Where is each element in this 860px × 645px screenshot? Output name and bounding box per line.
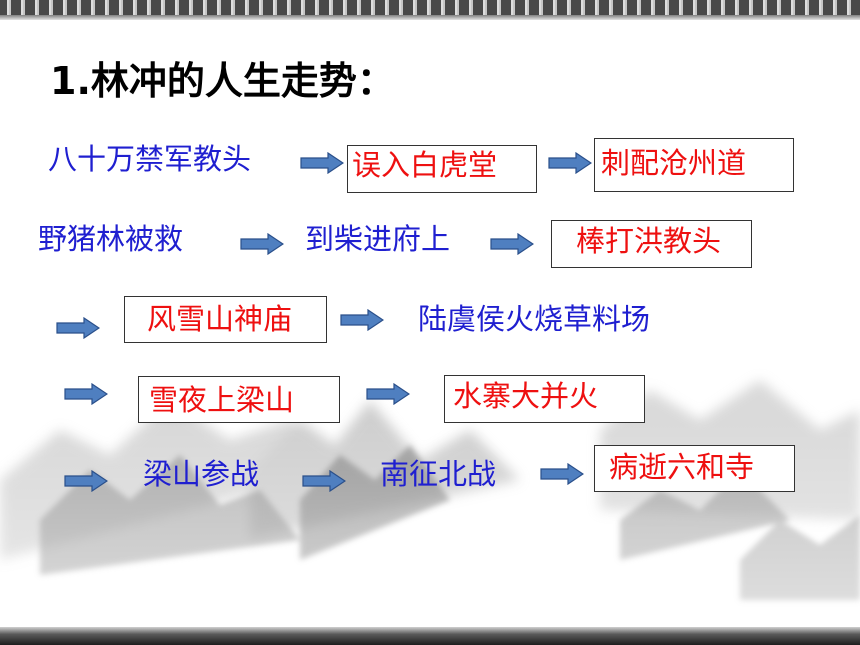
node-campaigns: 南征北战 [380, 457, 497, 491]
node-snowy-night-liangshan: 雪夜上梁山 [149, 383, 295, 417]
right-arrow-icon [366, 383, 410, 405]
node-burn-fodder-yard: 陆虞侯火烧草料场 [418, 302, 651, 336]
right-arrow-icon [300, 152, 344, 174]
right-arrow-icon [56, 317, 100, 339]
bottom-border-strip [0, 627, 860, 645]
right-arrow-icon [64, 383, 108, 405]
node-box-snowstorm-temple: 风雪山神庙 [124, 296, 327, 343]
node-box-beat-instructor-hong: 棒打洪教头 [551, 220, 752, 268]
node-box-water-fortress-merger: 水寨大并火 [444, 375, 645, 423]
node-eighty-thousand-instructor: 八十万禁军教头 [48, 142, 252, 176]
node-white-tiger-hall: 误入白虎堂 [352, 148, 498, 182]
right-arrow-icon [340, 309, 384, 331]
node-liangshan-battles: 梁山参战 [143, 457, 260, 491]
node-box-exile-cangzhou: 刺配沧州道 [594, 138, 794, 192]
node-box-white-tiger-hall: 误入白虎堂 [347, 145, 537, 193]
node-beat-instructor-hong: 棒打洪教头 [576, 224, 722, 258]
right-arrow-icon [548, 152, 592, 174]
right-arrow-icon [240, 233, 284, 255]
node-box-snowy-night-liangshan: 雪夜上梁山 [138, 376, 340, 423]
right-arrow-icon [302, 470, 346, 492]
page-title: 1.林冲的人生走势： [50, 59, 395, 103]
node-exile-cangzhou: 刺配沧州道 [601, 146, 747, 180]
node-wild-boar-forest: 野猪林被救 [38, 222, 184, 256]
node-chai-jin-mansion: 到柴进府上 [305, 222, 451, 256]
node-box-death-liuhe-temple: 病逝六和寺 [594, 445, 795, 492]
top-border-strip [0, 0, 860, 20]
node-death-liuhe-temple: 病逝六和寺 [609, 450, 755, 484]
right-arrow-icon [490, 233, 534, 255]
node-snowstorm-temple: 风雪山神庙 [147, 302, 293, 336]
right-arrow-icon [540, 463, 584, 485]
node-water-fortress-merger: 水寨大并火 [453, 379, 599, 413]
right-arrow-icon [64, 470, 108, 492]
